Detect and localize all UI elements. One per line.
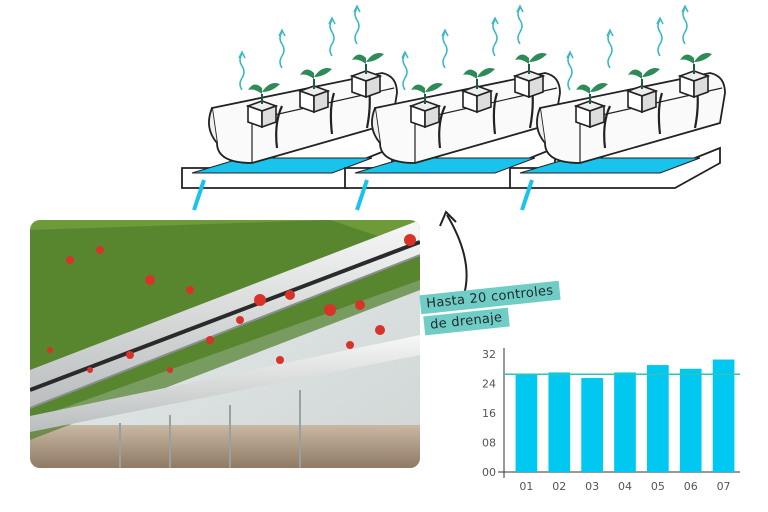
strawberry-greenhouse-photo: [30, 220, 420, 468]
x-tick-label: 01: [519, 480, 533, 493]
bar: [712, 359, 735, 472]
gutter-unit: [510, 6, 725, 210]
bar: [614, 372, 636, 472]
bar: [647, 365, 669, 472]
x-tick-label: 02: [552, 480, 566, 493]
bar: [679, 368, 702, 472]
y-tick-label: 32: [482, 348, 496, 361]
x-tick-label: 07: [717, 480, 731, 493]
x-tick-label: 04: [618, 480, 632, 493]
drainage-bar-chart: 00 08 16 24 32 01 02 03 04 05 06 07: [482, 348, 740, 493]
bar: [548, 372, 571, 472]
bar: [515, 374, 538, 472]
y-tick-label: 08: [482, 437, 496, 450]
bar: [581, 377, 603, 472]
y-tick-label: 00: [482, 466, 496, 479]
x-tick-label: 06: [684, 480, 698, 493]
y-tick-label: 24: [482, 378, 496, 391]
x-tick-label: 05: [651, 480, 665, 493]
y-tick-label: 16: [482, 407, 496, 420]
drainage-callout: Hasta 20 controles de drenaje: [419, 280, 561, 340]
x-tick-label: 03: [585, 480, 599, 493]
